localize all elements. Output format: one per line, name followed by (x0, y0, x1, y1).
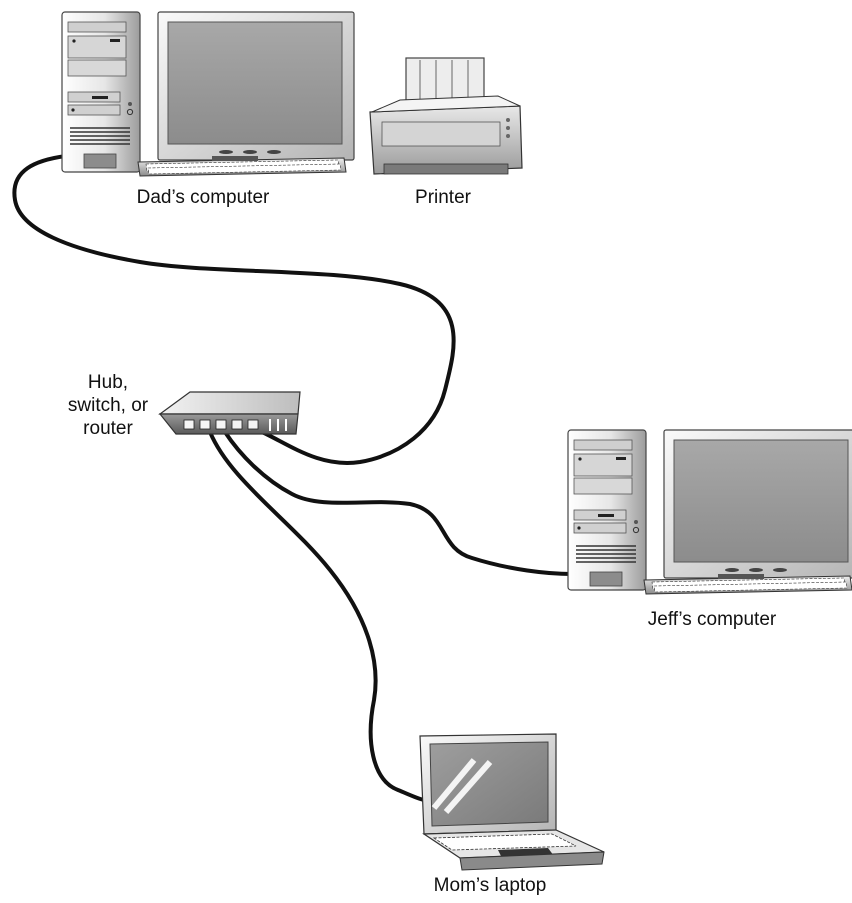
cable-hub-to-jeff (223, 430, 574, 576)
hub-label: Hub, switch, or router (48, 371, 168, 440)
cable-dad-to-hub (12, 154, 456, 465)
moms-laptop-label: Mom’s laptop (433, 875, 547, 896)
jeffs-computer-icon (567, 429, 852, 595)
moms-laptop-icon (419, 733, 605, 871)
dads-computer-label: Dad’s computer (136, 187, 270, 208)
cable-hub-to-mom (208, 430, 426, 802)
hub-label-line-3: router (83, 418, 133, 439)
hub-label-line-2: switch, or (67, 395, 149, 416)
hub-label-line-1: Hub, (87, 372, 129, 393)
printer-label: Printer (415, 187, 471, 208)
hub-icon (158, 391, 301, 435)
printer-icon (369, 57, 523, 175)
jeffs-computer-label: Jeff’s computer (647, 609, 777, 630)
dads-computer-icon (61, 11, 355, 177)
